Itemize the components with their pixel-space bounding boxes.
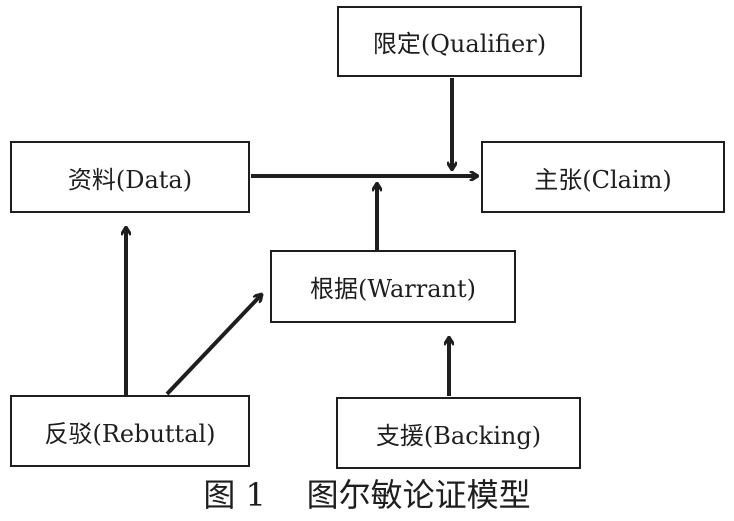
node-claim: 主张(Claim): [481, 141, 725, 213]
node-warrant-label: 根据(Warrant): [310, 275, 476, 303]
node-backing-label: 支援(Backing): [375, 421, 542, 450]
node-rebuttal: 反驳(Rebuttal): [10, 395, 250, 467]
node-rebuttal-label: 反驳(Rebuttal): [44, 419, 216, 448]
node-claim-label: 主张(Claim): [534, 165, 672, 194]
figure-caption: 图 1 图尔敏论证模型: [203, 476, 531, 514]
node-qualifier-label: 限定(Qualifier): [372, 30, 547, 58]
node-data-label: 资料(Data): [67, 165, 193, 194]
node-qualifier: 限定(Qualifier): [337, 6, 582, 77]
node-backing: 支援(Backing): [336, 397, 581, 469]
arrow-rebuttal-to-warrant: [165, 294, 262, 396]
node-data: 资料(Data): [10, 141, 250, 213]
node-warrant: 根据(Warrant): [270, 250, 516, 323]
